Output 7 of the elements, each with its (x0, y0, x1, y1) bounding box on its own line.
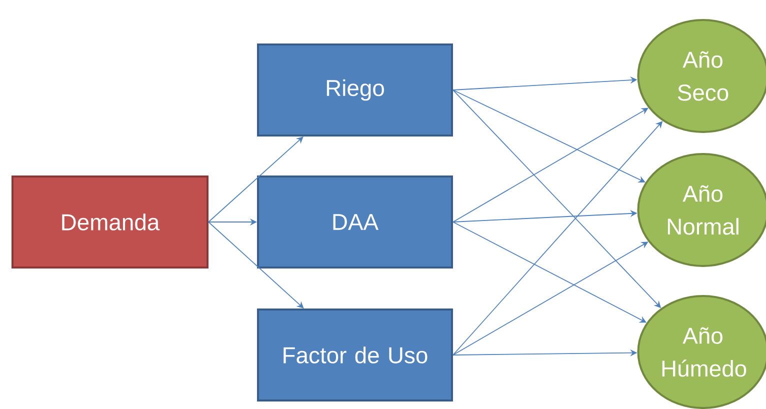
arrow (208, 222, 304, 308)
process-box: Demanda (12, 176, 208, 268)
process-box: Factor de Uso (257, 308, 453, 402)
process-box: Riego (257, 44, 453, 136)
process-box: DAA (257, 176, 453, 268)
arrow (208, 136, 304, 222)
arrow (452, 108, 648, 222)
